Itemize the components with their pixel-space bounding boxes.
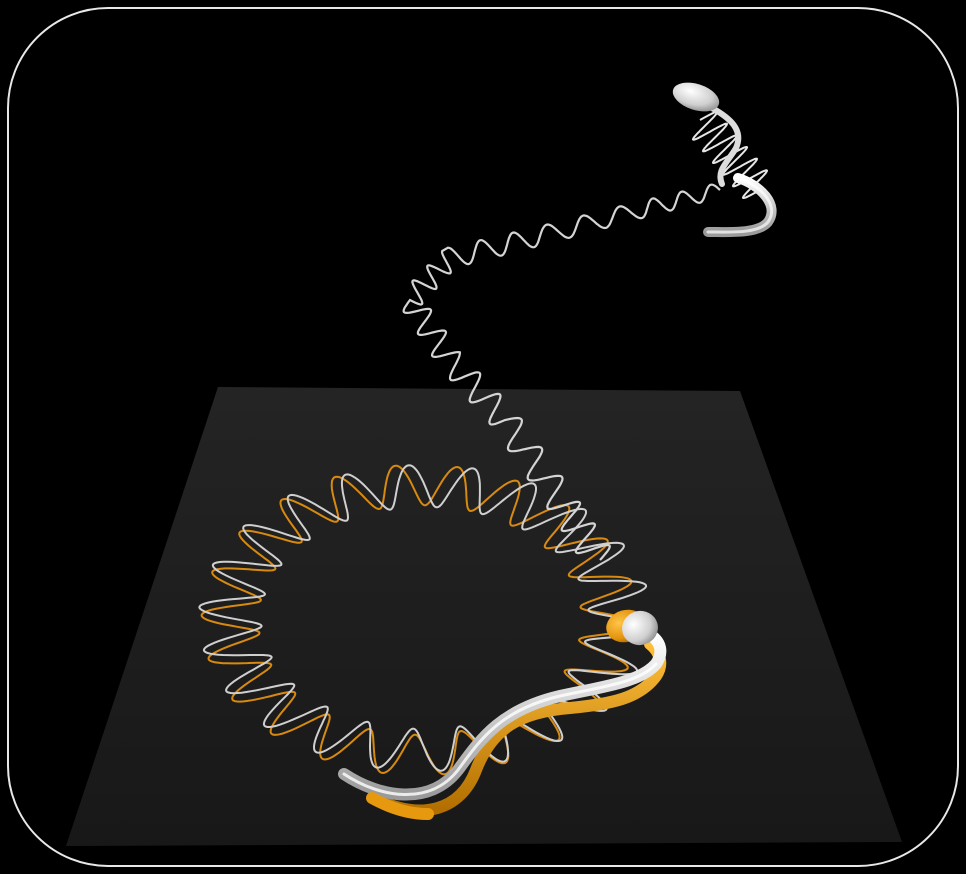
render-scene (0, 0, 966, 874)
